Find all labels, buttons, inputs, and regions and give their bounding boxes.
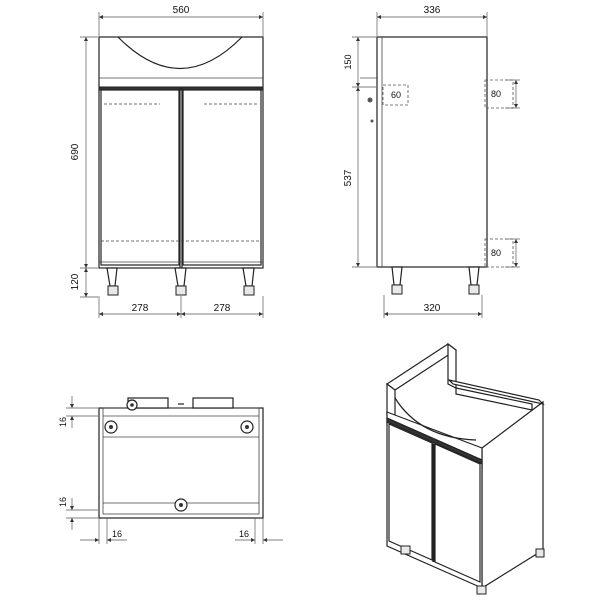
iso-foot-3 [535, 548, 545, 558]
side-lower-cutout-label: 80 [491, 248, 501, 258]
iso-foot-2 [476, 585, 487, 595]
side-handle-icon [367, 97, 373, 103]
front-height-label: 690 [70, 143, 81, 160]
side-pipe-hole [382, 84, 409, 106]
front-leg-3 [242, 267, 255, 287]
iso-right-door [434, 443, 481, 583]
iso-right-panel [481, 400, 544, 590]
iso-foot-1 [400, 545, 411, 555]
side-lower-cutout [484, 238, 514, 268]
front-right-door [182, 89, 262, 266]
top-back-pipe-2 [192, 397, 234, 409]
top-right-offset-label: 16 [239, 529, 249, 539]
iso-left-door [388, 423, 433, 561]
front-width-label: 560 [173, 5, 190, 16]
front-left-door [100, 89, 180, 266]
iso-back-top [385, 343, 458, 391]
front-leg-2 [174, 267, 187, 287]
side-leg-front [391, 266, 403, 286]
front-leg-1 [106, 267, 118, 287]
front-door-rail [98, 86, 264, 91]
side-depth-label: 336 [424, 5, 441, 16]
side-leg-back [468, 266, 480, 286]
top-left-offset-label: 16 [112, 529, 122, 539]
top-back-offset-label: 16 [58, 417, 68, 427]
front-leg-height-label: 120 [70, 273, 81, 290]
left-door-width-label: 278 [132, 303, 149, 314]
side-cabinet-outline [376, 36, 488, 268]
side-upper-cutout [484, 79, 514, 109]
side-upper-cutout-label: 80 [491, 89, 501, 99]
top-view: 16 16 16 16 [58, 396, 283, 544]
side-height-label: 537 [343, 169, 354, 186]
isometric-view [385, 342, 545, 595]
side-hole-label: 60 [391, 90, 401, 100]
side-top-offset-label: 150 [343, 54, 353, 69]
side-base-depth-label: 320 [424, 303, 441, 314]
front-view: 560 690 120 [70, 5, 264, 318]
top-front-offset-label: 16 [58, 497, 68, 507]
right-door-width-label: 278 [214, 303, 231, 314]
front-basin-curve [117, 36, 243, 69]
side-view: 336 60 80 80 150 537 [343, 5, 520, 318]
